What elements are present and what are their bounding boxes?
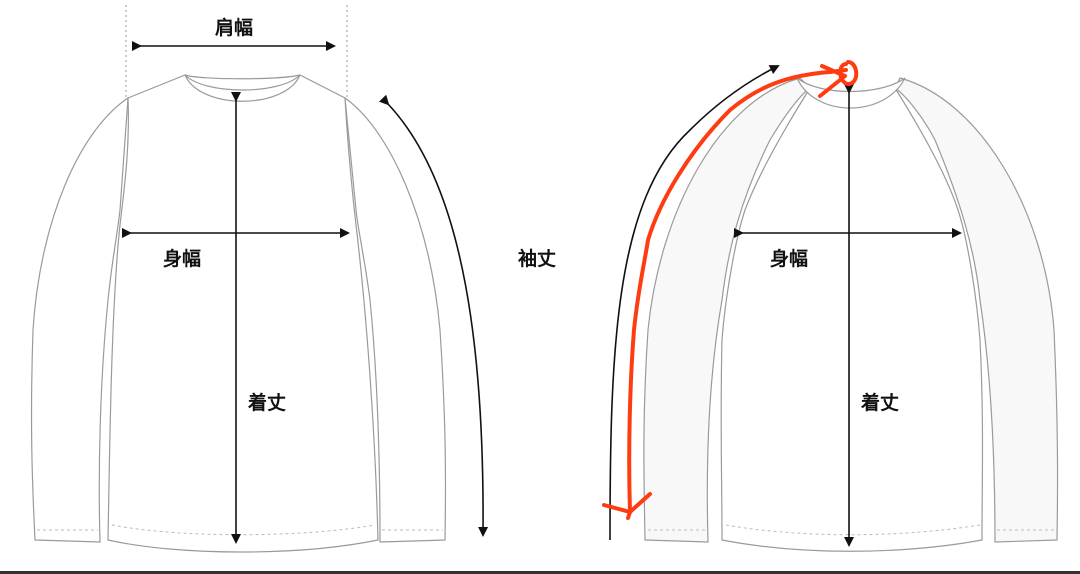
left-dimensions: [122, 5, 489, 544]
left-body: [107, 74, 379, 553]
right-sleeve-right: [894, 77, 1059, 543]
label-shoulder-width: 肩幅: [215, 17, 254, 39]
label-length: 着丈: [248, 392, 287, 414]
left-shirt: [30, 74, 447, 553]
left-sleeve-left: [30, 96, 129, 543]
right-shirt: [643, 77, 1059, 552]
label-body-width: 身幅: [163, 248, 202, 270]
right-sleeve-length-arrow: [609, 65, 780, 541]
label-right-body-width: 身幅: [770, 248, 809, 270]
label-sleeve-length: 袖丈: [518, 248, 557, 270]
right-sleeve-left: [643, 77, 811, 543]
label-right-length: 着丈: [861, 392, 900, 414]
sleeve-length-arrow: [378, 94, 489, 537]
right-dimensions: [609, 65, 962, 547]
bottom-border: [0, 571, 1080, 574]
red-annotation-arrow: [602, 60, 859, 520]
left-neck: [184, 74, 301, 102]
